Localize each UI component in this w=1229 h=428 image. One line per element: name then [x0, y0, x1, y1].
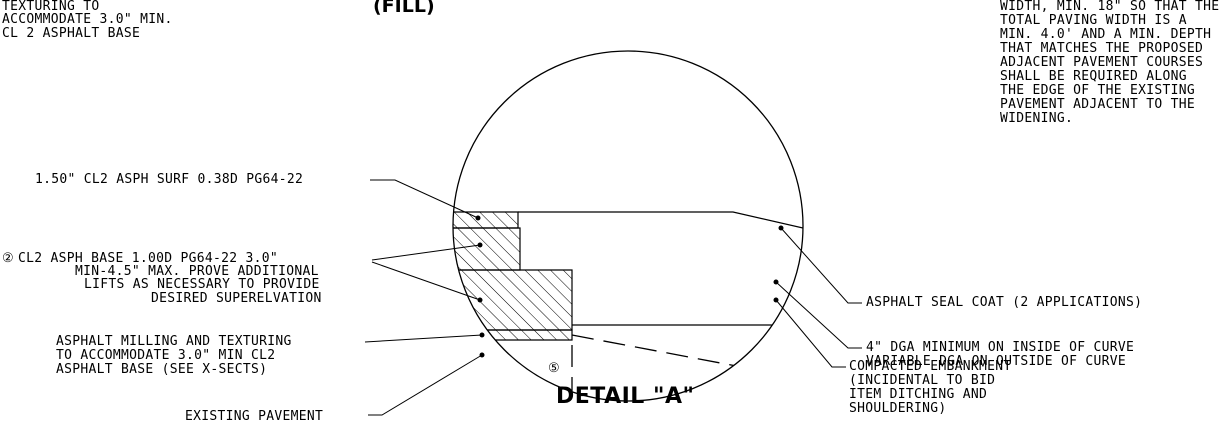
dga-leader — [775, 281, 862, 349]
dga-label-line: 4" DGA MINIMUM ON INSIDE OF CURVE — [866, 340, 1134, 355]
existing-pavement-label: EXISTING PAVEMENT — [185, 409, 323, 424]
top-left-note-line: TEXTURING TO — [2, 0, 100, 14]
top-right-note-line: THAT MATCHES THE PROPOSED — [1000, 41, 1203, 56]
milling-label: ASPHALT MILLING AND TEXTURING TO ACCOMMO… — [56, 334, 292, 377]
milling-label-line: ASPHALT BASE (SEE X-SECTS) — [56, 362, 267, 377]
embankment-leader — [775, 299, 846, 368]
surface-leader — [370, 179, 479, 219]
seal-leader — [780, 227, 862, 304]
embankment-leader-dot — [773, 297, 779, 303]
top-right-note-line: TOTAL PAVING WIDTH IS A — [1000, 13, 1187, 28]
milling-leader — [364, 334, 483, 343]
detail-title: DETAIL "A" — [556, 384, 694, 409]
base-label: CL2 ASPH BASE 1.00D PG64-22 3.0" MIN-4.5… — [18, 251, 322, 306]
circle-marker-5: ⑤ — [548, 361, 560, 376]
top-right-note-line: PAVEMENT ADJACENT TO THE — [1000, 97, 1195, 112]
top-left-note-line: ACCOMMODATE 3.0" MIN. — [2, 12, 173, 27]
dga-label: 4" DGA MINIMUM ON INSIDE OF CURVE VARIAB… — [866, 340, 1134, 369]
base-layer-upper — [453, 227, 521, 271]
pavement-section — [453, 211, 803, 401]
surface-leader-dot — [475, 215, 481, 221]
dga-leader-dot — [773, 279, 779, 285]
top-right-note-line: THE EDGE OF THE EXISTING — [1000, 83, 1195, 98]
base-label-line: LIFTS AS NECESSARY TO PROVIDE — [84, 277, 320, 292]
milling-layer — [453, 329, 573, 341]
top-right-note-line: WIDTH, MIN. 18" SO THAT THE — [1000, 0, 1219, 14]
top-right-note-line: SHALL BE REQUIRED ALONG — [1000, 69, 1187, 84]
seal-coat-label: ASPHALT SEAL COAT (2 APPLICATIONS) — [866, 295, 1142, 310]
top-left-note: TEXTURING TO ACCOMMODATE 3.0" MIN. CL 2 … — [2, 0, 173, 41]
embankment-label-line: SHOULDERING) — [849, 401, 947, 416]
base-label-line: CL2 ASPH BASE 1.00D PG64-22 3.0" — [18, 251, 278, 266]
base-leader-upper — [371, 244, 481, 261]
seal-leader-dot — [778, 225, 784, 231]
embankment-label-line: COMPACTED EMBANKMENT — [849, 359, 1012, 374]
milling-leader-dot — [479, 332, 485, 338]
top-right-note: WIDTH, MIN. 18" SO THAT THE TOTAL PAVING… — [1000, 0, 1219, 126]
road-surface-line — [518, 211, 803, 229]
top-right-note-line: MIN. 4.0' AND A MIN. DEPTH — [1000, 27, 1211, 42]
embankment-slope — [571, 334, 801, 379]
existing-leader-dot — [479, 352, 485, 358]
base-marker: ② — [2, 251, 14, 266]
embankment-label-line: ITEM DITCHING AND — [849, 387, 987, 402]
dga-label-line: VARIABLE DGA ON OUTSIDE OF CURVE — [866, 354, 1126, 369]
base-label-line: MIN-4.5" MAX. PROVE ADDITIONAL — [75, 264, 319, 279]
base-layer-lower — [453, 269, 573, 331]
existing-leader — [368, 354, 483, 416]
base-label-line: DESIRED SUPERELVATION — [151, 291, 322, 306]
fill-label: (FILL) — [373, 0, 435, 17]
embankment-label-line: (INCIDENTAL TO BID — [849, 373, 995, 388]
top-right-note-line: ADJACENT PAVEMENT COURSES — [1000, 55, 1203, 70]
top-left-note-line: CL 2 ASPHALT BASE — [2, 26, 140, 41]
embankment-label-real: COMPACTED EMBANKMENT (INCIDENTAL TO BID … — [849, 359, 1012, 416]
base-leader-dot — [477, 297, 483, 303]
top-right-note-line: WIDENING. — [1000, 111, 1073, 126]
base-leader-dot — [477, 242, 483, 248]
milling-label-line: ASPHALT MILLING AND TEXTURING — [56, 334, 292, 349]
base-leader-lower — [371, 261, 481, 301]
surface-label: 1.50" CL2 ASPH SURF 0.38D PG64-22 — [35, 172, 303, 187]
milling-label-line: TO ACCOMMODATE 3.0" MIN CL2 — [56, 348, 275, 363]
